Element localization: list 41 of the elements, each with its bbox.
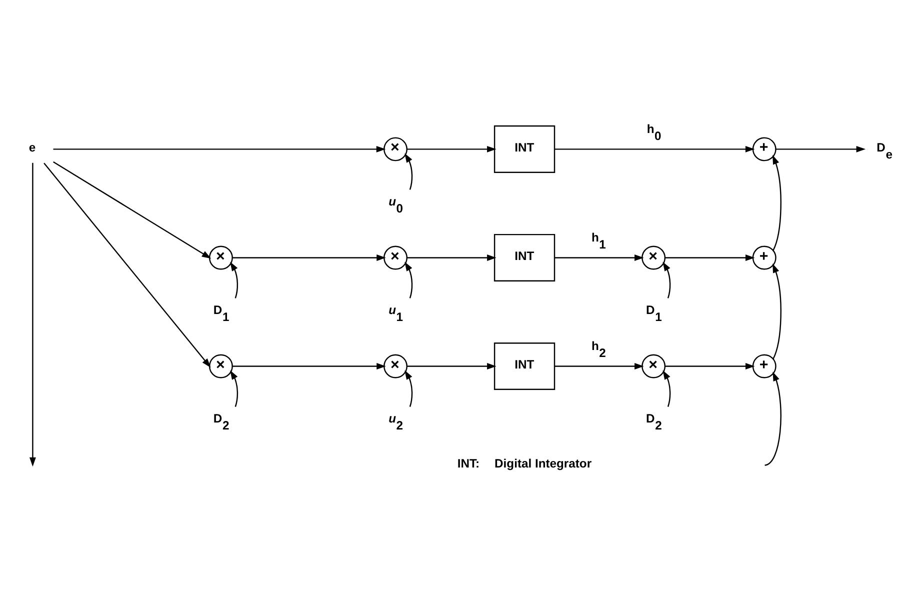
node-box: INT — [494, 125, 556, 173]
arrow — [29, 162, 36, 467]
arrow — [230, 262, 238, 298]
arrow — [665, 254, 755, 261]
arrow — [764, 372, 782, 466]
arrow — [53, 146, 386, 152]
arrow — [665, 363, 755, 370]
node-circle: × — [208, 246, 233, 270]
arrow — [407, 146, 496, 152]
arrow — [554, 146, 755, 152]
arrow — [404, 370, 413, 407]
node-circle: + — [752, 246, 776, 270]
arrow — [404, 153, 413, 190]
arrow — [772, 263, 782, 359]
arrow — [44, 162, 211, 368]
arrow — [554, 254, 644, 261]
node-box: INT — [494, 234, 556, 282]
arrow — [407, 254, 496, 261]
arrow — [554, 363, 644, 370]
node-circle: × — [384, 246, 408, 270]
node-circle: × — [642, 246, 666, 270]
node-circle: × — [208, 354, 233, 378]
node-box: INT — [494, 342, 556, 390]
arrow — [776, 146, 866, 152]
arrow — [53, 161, 212, 259]
arrow — [404, 262, 413, 298]
node-circle: + — [752, 354, 776, 378]
arrow — [232, 254, 386, 261]
arrow — [772, 154, 782, 250]
node-circle: × — [642, 354, 666, 378]
node-text: e — [28, 140, 36, 154]
node-circle: + — [752, 137, 776, 162]
label: INT: — [457, 456, 480, 470]
arrow — [662, 262, 671, 298]
arrow — [662, 370, 671, 407]
arrow — [232, 363, 386, 370]
node-circle: × — [384, 137, 408, 162]
arrow — [407, 363, 496, 370]
label: Digital Integrator — [494, 456, 592, 470]
arrow — [230, 370, 238, 407]
node-circle: × — [384, 354, 408, 378]
